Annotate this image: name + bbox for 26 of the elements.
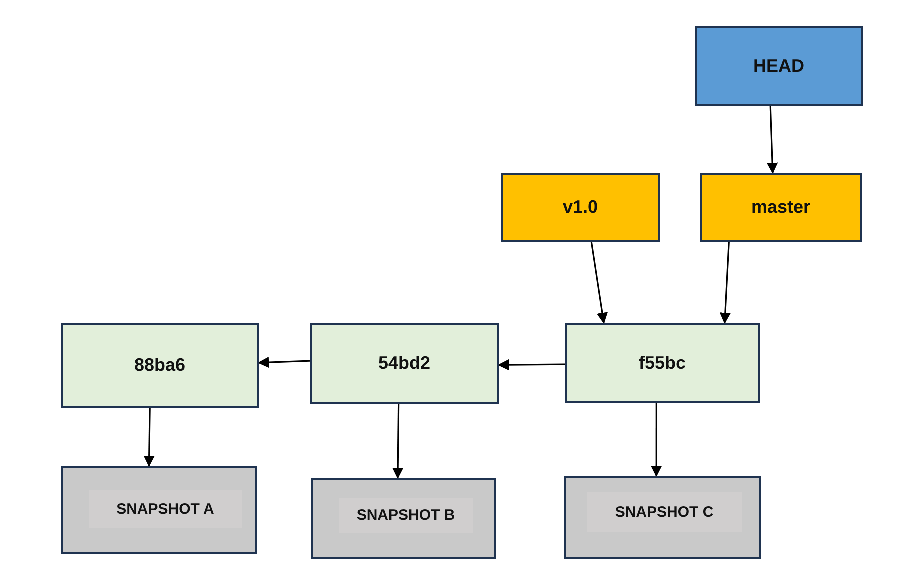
arrow xyxy=(720,242,732,324)
snapshot-name: SNAPSHOT C xyxy=(615,504,714,520)
node-label: f55bc xyxy=(638,352,686,374)
arrow xyxy=(144,408,155,468)
head-pointer-box xyxy=(695,26,863,106)
arrow xyxy=(766,106,778,174)
arrow xyxy=(590,242,608,324)
arrow xyxy=(392,404,404,480)
snapshot-name: SNAPSHOT B xyxy=(356,507,456,524)
arrow xyxy=(258,356,310,368)
node-label: master xyxy=(751,197,811,218)
snapshot-box xyxy=(311,478,496,559)
tag-box xyxy=(501,173,660,242)
snapshot-name: SNAPSHOT A xyxy=(116,500,214,518)
node-label: 54bd2 xyxy=(378,353,431,374)
arrow xyxy=(651,403,662,478)
commit-box xyxy=(61,323,259,408)
commit-box xyxy=(310,323,499,404)
arrow xyxy=(498,359,565,371)
commit-box xyxy=(565,323,760,403)
branch-box xyxy=(700,173,862,242)
node-label: 88ba6 xyxy=(134,355,186,376)
node-label: HEAD xyxy=(753,56,804,76)
snapshot-box xyxy=(564,476,761,559)
node-label: v1.0 xyxy=(562,197,598,218)
snapshot-box xyxy=(61,466,257,554)
